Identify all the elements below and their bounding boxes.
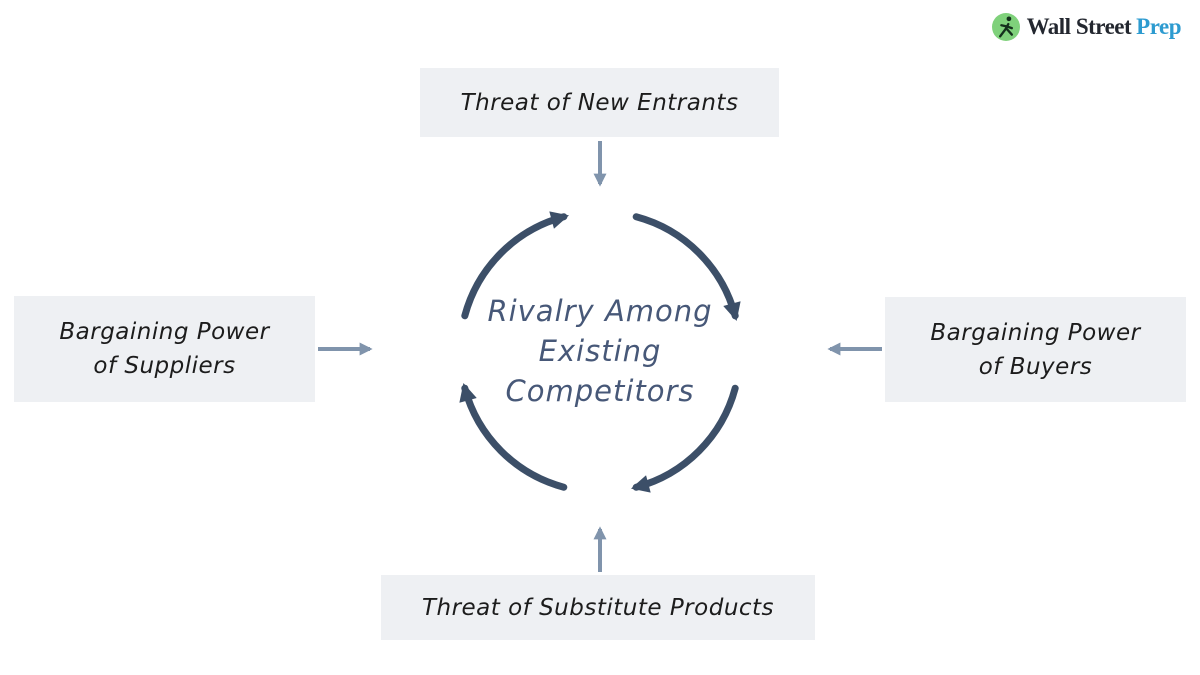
- box-label-line1: Bargaining Power: [930, 319, 1141, 346]
- box-bargaining-power-of-suppliers: Bargaining Power of Suppliers: [14, 296, 315, 402]
- box-threat-of-substitute-products: Threat of Substitute Products: [381, 575, 815, 640]
- center-line3: Competitors: [505, 374, 695, 408]
- box-label: Threat of Substitute Products: [421, 594, 775, 621]
- box-label-line1: Bargaining Power: [59, 319, 270, 345]
- box-label: Threat of New Entrants: [460, 89, 739, 116]
- center-label-rivalry: Rivalry Among Existing Competitors: [430, 291, 770, 411]
- cycle-arc-southeast: [630, 384, 739, 493]
- box-label-line2: of Buyers: [978, 353, 1093, 380]
- center-line2: Existing: [538, 334, 662, 368]
- box-bargaining-power-of-buyers: Bargaining Power of Buyers: [885, 297, 1186, 402]
- cycle-arc-southwest: [459, 382, 568, 491]
- cycle-arc-northwest: [461, 211, 570, 320]
- logo-brand-accent: Prep: [1136, 14, 1181, 39]
- box-label-line2: of Suppliers: [93, 353, 236, 379]
- center-line1: Rivalry Among: [487, 294, 713, 328]
- runner-icon: [991, 13, 1020, 41]
- box-threat-of-new-entrants: Threat of New Entrants: [420, 68, 779, 137]
- cycle-arc-northeast: [632, 213, 741, 322]
- logo-brand: Wall Street: [1026, 14, 1132, 39]
